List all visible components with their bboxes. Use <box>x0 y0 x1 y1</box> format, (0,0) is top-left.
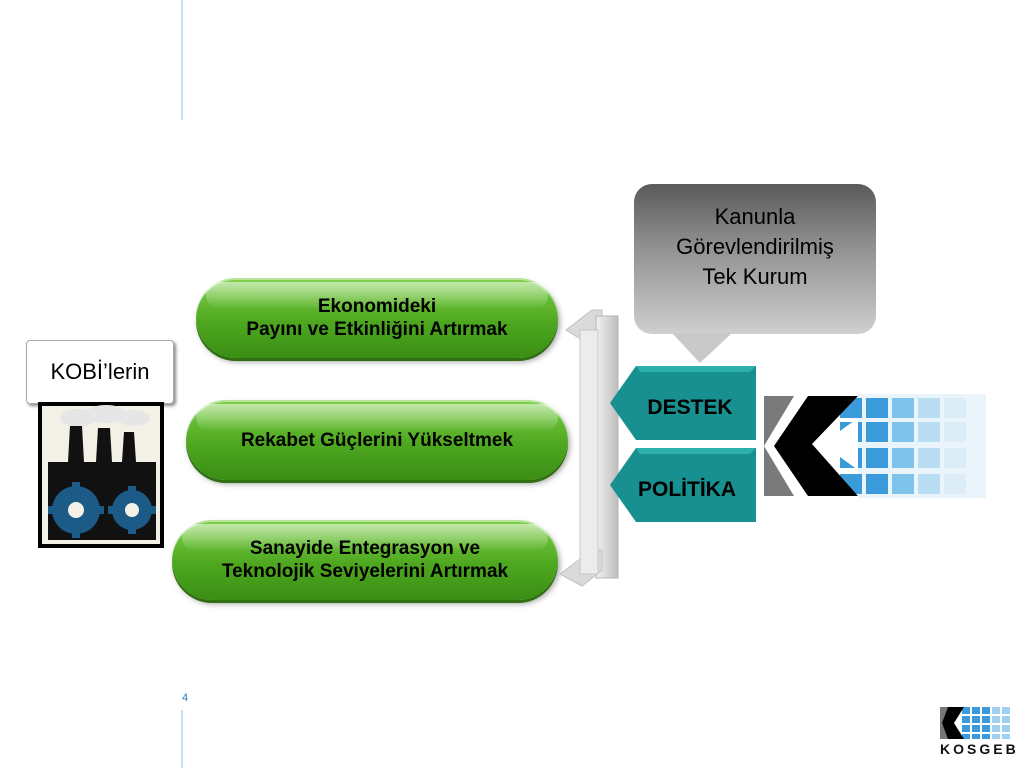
bottom-divider-line <box>181 710 183 768</box>
bracket-connector <box>552 300 632 592</box>
callout-pointer <box>672 333 732 365</box>
kobi-label-box: KOBİ’lerin <box>26 340 174 404</box>
politika-arrow <box>610 448 756 522</box>
page-number: 4 <box>182 692 189 704</box>
callout-line1: Kanunla <box>714 204 796 229</box>
goal-integration-line1: Sanayide Entegrasyon ve <box>249 538 481 559</box>
goal-competitiveness-line1: Rekabet Güçlerini Yükseltmek <box>240 429 514 451</box>
goal-economy-line2: Payını ve Etkinliğini Artırmak <box>246 319 508 340</box>
goal-integration-line2: Teknolojik Seviyelerini Artırmak <box>221 561 509 582</box>
top-divider-line <box>181 0 183 120</box>
destek-label: DESTEK <box>647 396 733 419</box>
kobi-label: KOBİ’lerin <box>50 359 150 384</box>
kosgeb-emblem-icon <box>762 394 986 498</box>
goal-pill-competitiveness: Rekabet Güçlerini Yükseltmek <box>186 400 568 480</box>
callout-line2: Görevlendirilmiş <box>676 234 834 259</box>
goal-pill-integration: Sanayide Entegrasyon ve Teknolojik Seviy… <box>172 520 558 600</box>
callout-line3: Tek Kurum <box>702 264 808 289</box>
goal-pill-economy: Ekonomideki Payını ve Etkinliğini Artırm… <box>196 278 558 358</box>
factory-gears-icon <box>38 402 164 548</box>
callout-box: Kanunla Görevlendirilmiş Tek Kurum <box>634 184 876 334</box>
kosgeb-logo-icon <box>940 706 1014 740</box>
goal-economy-line1: Ekonomideki <box>317 296 437 317</box>
politika-label: POLİTİKA <box>638 478 736 501</box>
logo-wordmark: KOSGEB <box>940 741 1019 757</box>
destek-arrow <box>610 366 756 440</box>
